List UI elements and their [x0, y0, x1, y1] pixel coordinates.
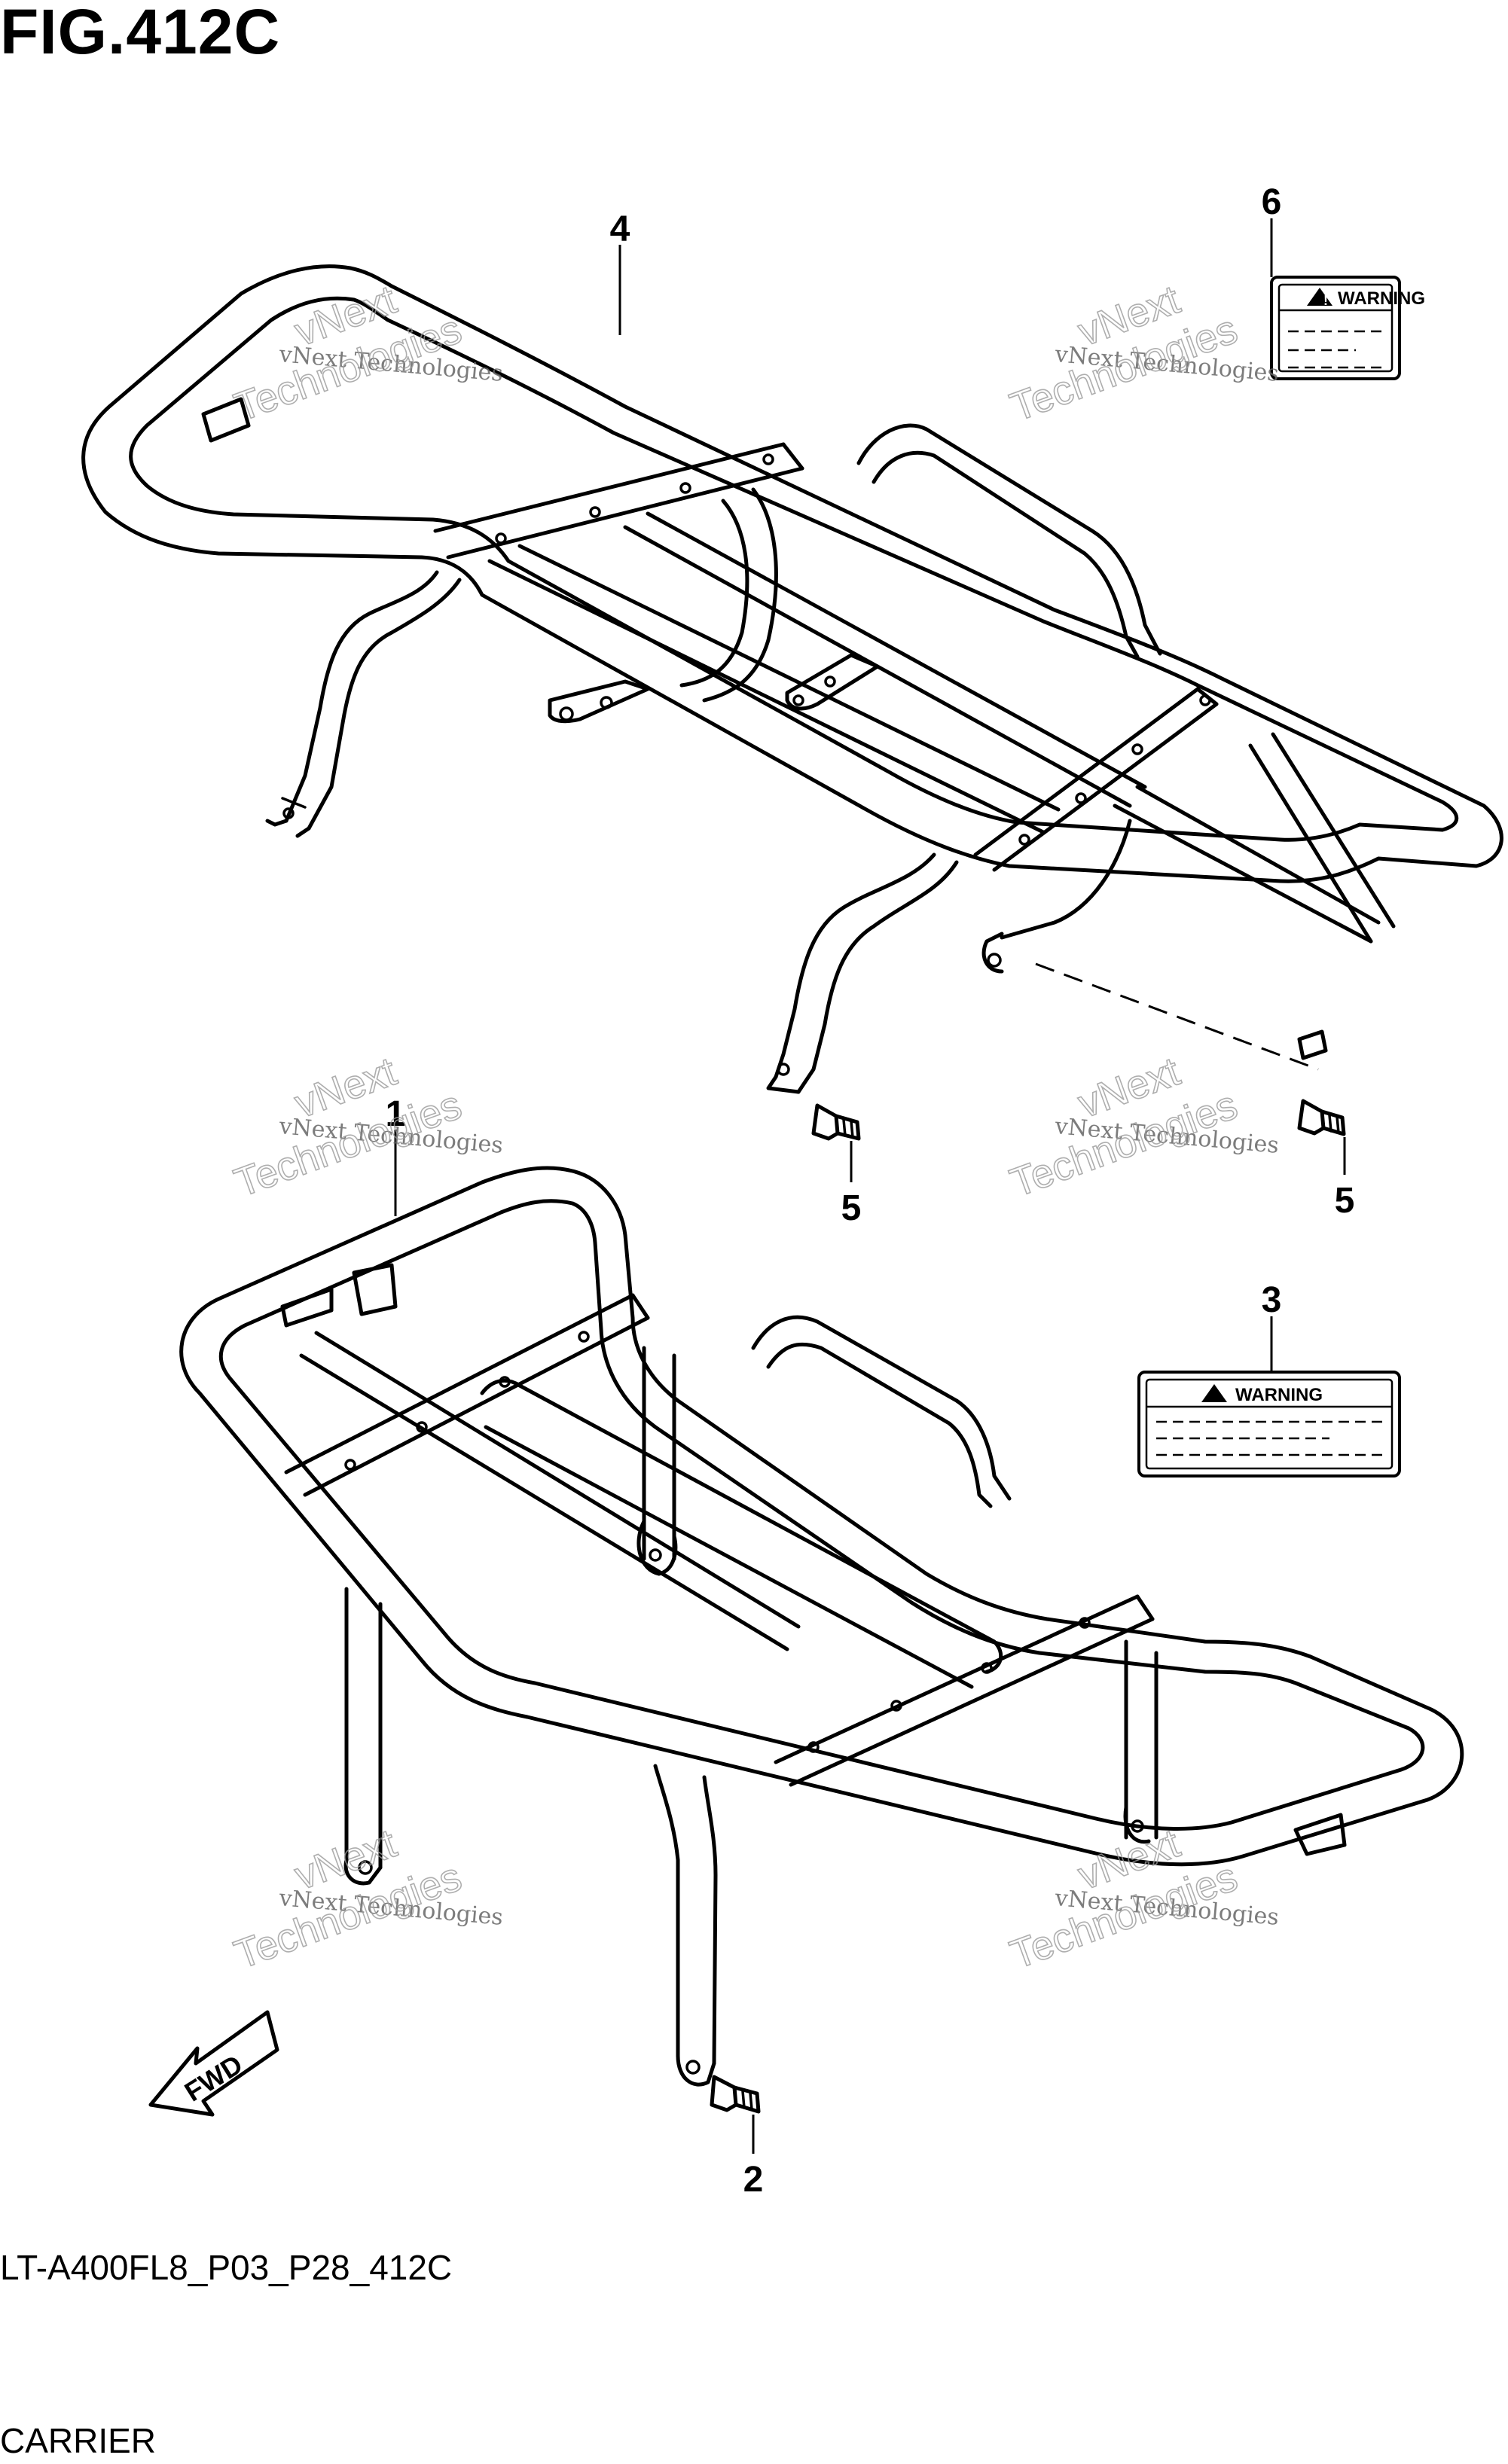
- callout-1: 1: [386, 1094, 406, 1134]
- figure-name: CARRIER: [0, 2421, 157, 2460]
- callouts: 4 6 5 5 1 3 2: [386, 182, 1355, 2200]
- warning-label-6: ! WARNING: [1270, 276, 1425, 380]
- model-code: LT-A400FL8_P03_P28_412C: [0, 2248, 453, 2287]
- watermarks: vNext Technologies vNext Technologies vN…: [228, 276, 1280, 1978]
- watermark-top-left: vNext Technologies vNext Technologies: [228, 276, 504, 431]
- front-carrier-frame: [179, 1166, 1464, 2087]
- warning-triangle-icon: [1307, 288, 1332, 306]
- bolt-5-left: [811, 1103, 861, 1141]
- callout-5-right: 5: [1335, 1181, 1355, 1221]
- fwd-arrow-icon: [148, 2010, 279, 2117]
- callout-3: 3: [1262, 1280, 1282, 1320]
- watermark-bottom-right: vNext Technologies vNext Technologies: [1004, 1820, 1280, 1978]
- svg-text:!: !: [1323, 293, 1328, 308]
- rear-carrier-frame: [81, 264, 1503, 1094]
- watermark-mid-right: vNext Technologies vNext Technologies: [1004, 1048, 1280, 1206]
- callout-5-left: 5: [841, 1188, 862, 1228]
- warning-label-3-text: WARNING: [1235, 1385, 1323, 1405]
- figure-title: FIG.412C: [0, 0, 281, 67]
- warning-triangle-icon: [1201, 1384, 1227, 1402]
- bolt-5-right: [1297, 1099, 1346, 1136]
- callout-6: 6: [1262, 182, 1282, 222]
- callout-4: 4: [610, 209, 630, 249]
- warning-label-6-text: WARNING: [1338, 288, 1425, 309]
- watermark-bottom-left: vNext Technologies vNext Technologies: [228, 1820, 504, 1978]
- watermark-mid-left: vNext Technologies vNext Technologies: [228, 1048, 504, 1206]
- callout-2: 2: [743, 2160, 764, 2200]
- fwd-arrow: FWD: [148, 2010, 279, 2117]
- warning-label-3: WARNING: [1137, 1371, 1401, 1477]
- bolt-2: [710, 2075, 761, 2114]
- watermark-top-right: vNext Technologies vNext Technologies: [1004, 276, 1280, 431]
